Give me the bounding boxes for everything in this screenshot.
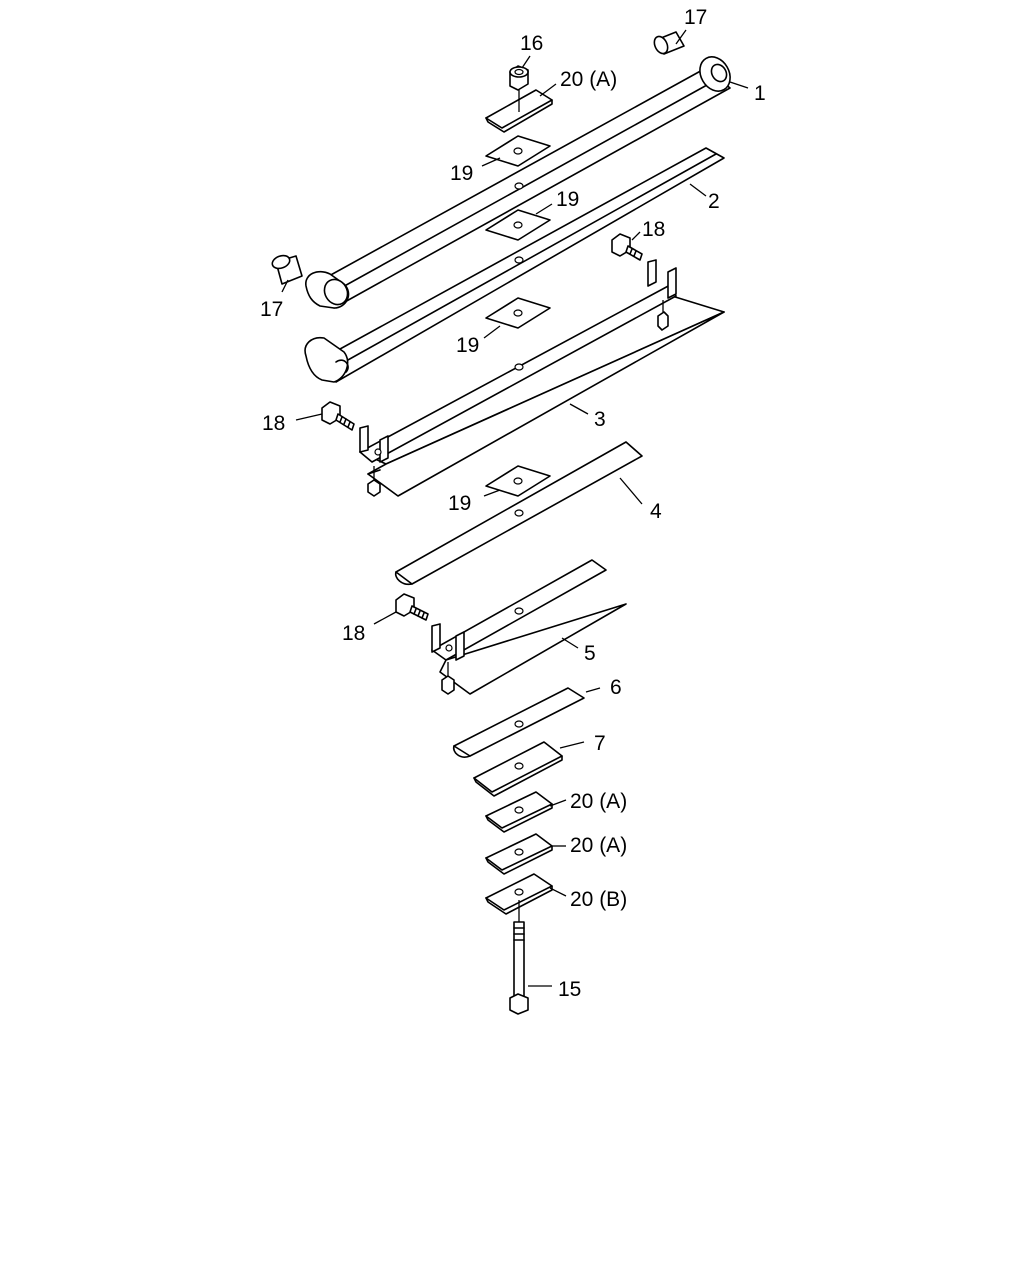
spacer-plate-19-c (485, 297, 551, 329)
label-part-2: 2 (708, 190, 720, 213)
label-part-20b: 20 (B) (570, 888, 627, 911)
label-part-20a-1: 20 (A) (570, 790, 627, 813)
plate-20a-1 (485, 791, 553, 833)
leaf-part-7 (473, 741, 563, 797)
bushing-part-17-top (653, 31, 685, 55)
main-leaf-part-1 (305, 56, 731, 309)
label-part-1: 1 (754, 82, 766, 105)
leaf-part-6 (452, 687, 585, 758)
leaf-with-clip-part-3 (359, 259, 725, 497)
leader-lines (281, 29, 749, 987)
bushing-part-17-left (271, 254, 303, 285)
second-leaf-part-2 (304, 147, 725, 383)
label-part-4: 4 (650, 500, 662, 523)
bolt-part-18-low (395, 593, 429, 621)
label-part-7: 7 (594, 732, 606, 755)
label-part-19-b: 19 (556, 188, 579, 211)
center-bolt-part-15 (509, 900, 529, 1015)
label-part-6: 6 (610, 676, 622, 699)
label-part-15: 15 (558, 978, 581, 1001)
spacer-plate-19-a (485, 135, 551, 167)
label-part-19-d: 19 (448, 492, 471, 515)
bolt-part-18-mid (321, 401, 355, 431)
label-part-20a-2: 20 (A) (570, 834, 627, 857)
leaf-part-4 (394, 441, 643, 586)
clip-rivet-b (367, 466, 381, 497)
clip-rivet-c (441, 662, 455, 695)
spacer-plate-19-b (485, 209, 551, 241)
bolt-part-18-top (611, 233, 643, 261)
label-part-19-a: 19 (450, 162, 473, 185)
label-part-18-low: 18 (342, 622, 365, 645)
label-part-18-mid: 18 (262, 412, 285, 435)
label-part-17-top: 17 (684, 6, 707, 29)
label-part-16: 16 (520, 32, 543, 55)
label-part-17-left: 17 (260, 298, 283, 321)
spacer-plate-19-d (485, 465, 551, 497)
label-part-3: 3 (594, 408, 606, 431)
clip-rivet-a (657, 300, 669, 331)
callout-labels: 17 1 16 20 (A) 19 19 2 18 17 19 18 3 19 … (260, 6, 766, 1001)
nut-part-16 (509, 65, 529, 112)
label-part-18-top: 18 (642, 218, 665, 241)
label-part-19-c: 19 (456, 334, 479, 357)
label-part-20a-top: 20 (A) (560, 68, 617, 91)
label-part-5: 5 (584, 642, 596, 665)
plate-20a-2 (485, 833, 553, 875)
leaf-with-clip-part-5 (431, 559, 627, 695)
